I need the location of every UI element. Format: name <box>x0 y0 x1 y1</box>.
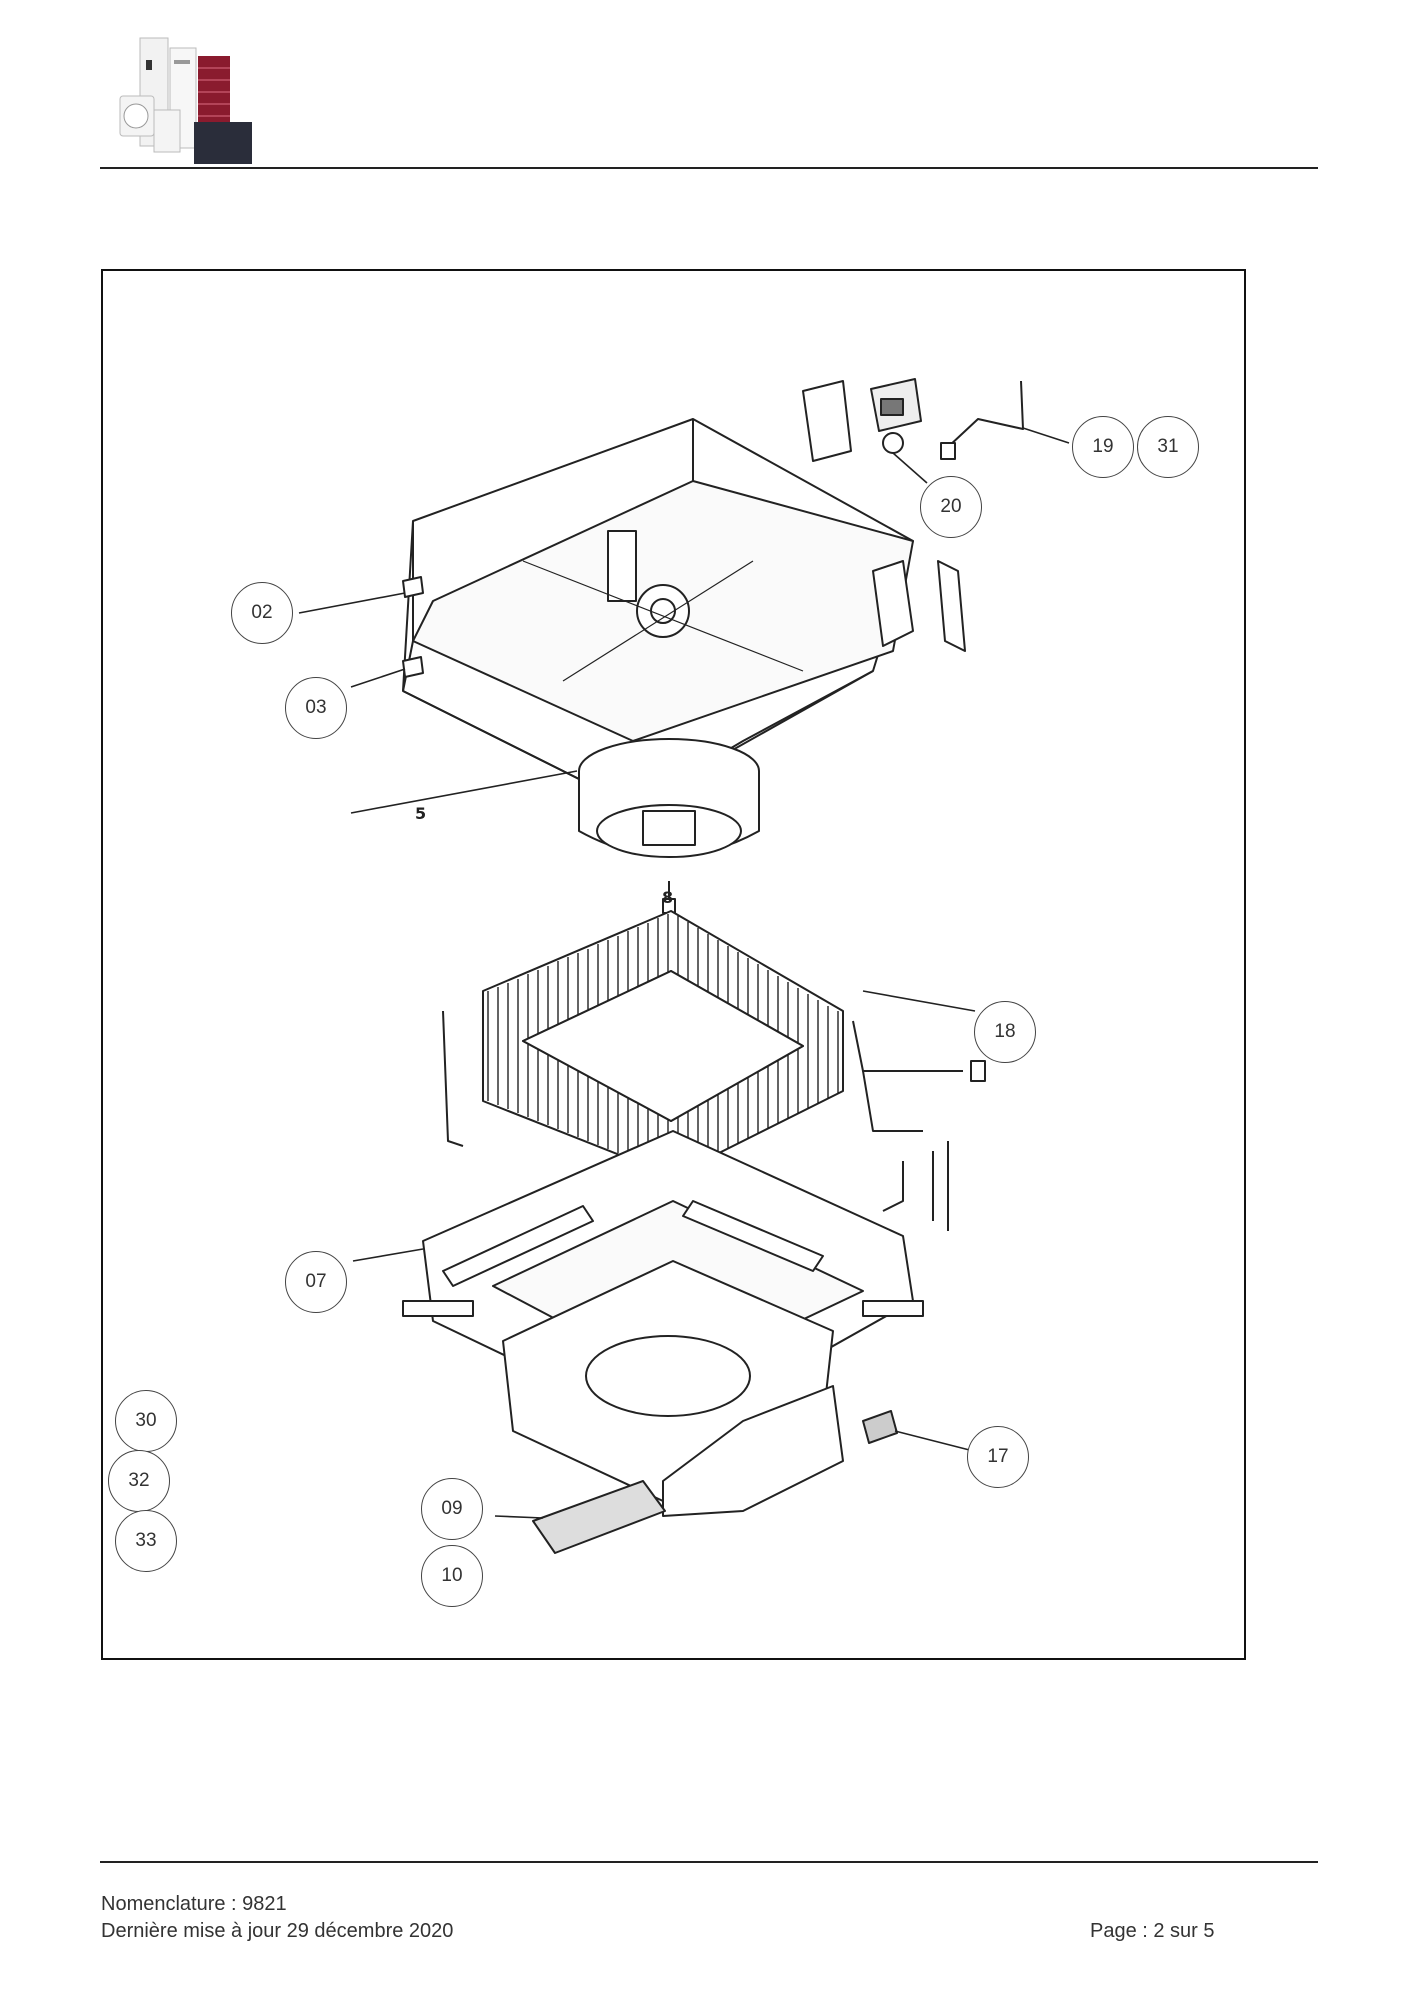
footer-rule <box>100 1861 1318 1863</box>
callout-20: 20 <box>920 476 982 538</box>
label-5: 5 <box>415 804 427 823</box>
callout-33: 33 <box>115 1510 177 1572</box>
nomenclature-label: Nomenclature : 9821 <box>101 1893 287 1915</box>
callout-32: 32 <box>108 1450 170 1512</box>
callout-19: 19 <box>1072 416 1134 478</box>
last-updated-label: Dernière mise à jour 29 décembre 2020 <box>101 1920 454 1942</box>
callout-30: 30 <box>115 1390 177 1452</box>
callout-07: 07 <box>285 1251 347 1313</box>
callout-03: 03 <box>285 677 347 739</box>
header-rule <box>100 167 1318 169</box>
label-8: 8 <box>662 888 674 907</box>
brand-logo <box>112 30 262 170</box>
callout-18: 18 <box>974 1001 1036 1063</box>
callout-09: 09 <box>421 1478 483 1540</box>
callout-17: 17 <box>967 1426 1029 1488</box>
exploded-diagram: 19 31 20 02 03 18 07 30 32 33 17 09 10 5… <box>101 269 1246 1660</box>
callout-10: 10 <box>421 1545 483 1607</box>
diagram-drawing <box>298 378 1070 1554</box>
page-number: Page : 2 sur 5 <box>1090 1920 1215 1942</box>
callout-31: 31 <box>1137 416 1199 478</box>
callout-02: 02 <box>231 582 293 644</box>
